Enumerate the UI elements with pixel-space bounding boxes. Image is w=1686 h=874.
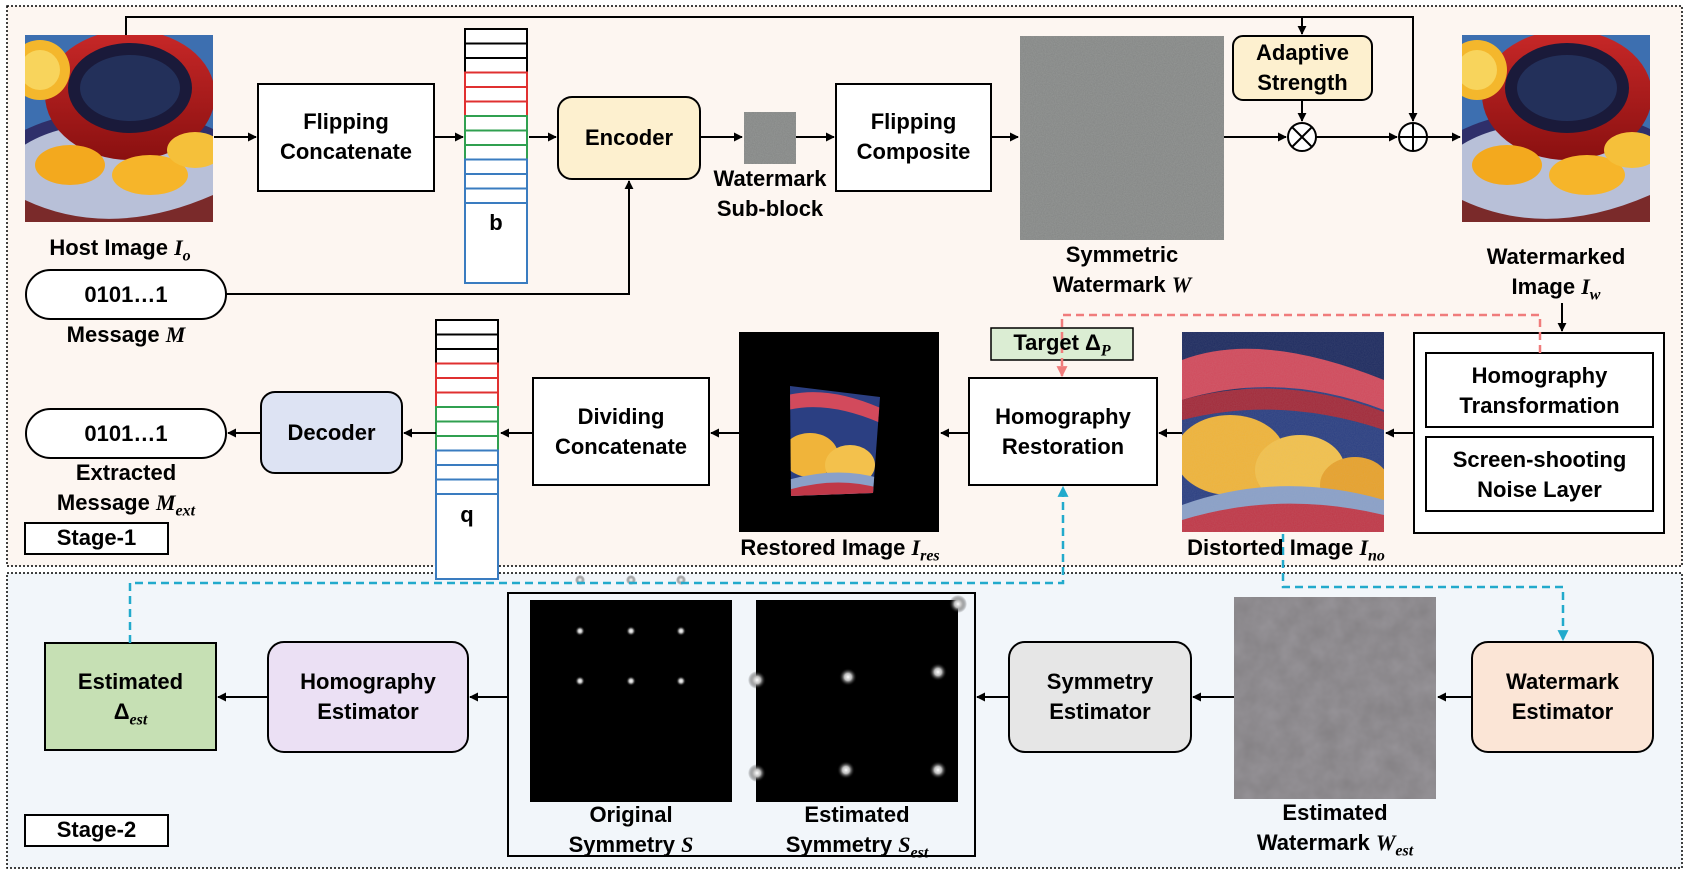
- symmetry-peak: [929, 761, 947, 779]
- blue-dashed-arrow-watermark: [1281, 534, 1569, 642]
- bit-row: [464, 115, 528, 132]
- multiply-operator: [1287, 122, 1317, 152]
- bit-row: [435, 362, 499, 379]
- symmetry-group-frame: [507, 592, 976, 857]
- bit-row: [435, 348, 499, 365]
- bit-stack-q: [435, 319, 499, 580]
- flow-arrows: [125, 16, 1567, 702]
- bit-row: [464, 144, 528, 161]
- bit-row: [464, 158, 528, 175]
- symmetry-peak: [748, 671, 766, 689]
- symmetry-peak: [575, 676, 585, 686]
- message-label: Message M: [66, 322, 186, 347]
- target-delta-label: Target ΔP: [1013, 330, 1111, 360]
- bit-row: [435, 435, 499, 452]
- host-image-label: Host Image Io: [49, 235, 191, 265]
- bit-row: [435, 449, 499, 466]
- bit-stack-b-label: b: [489, 210, 503, 235]
- original-symmetry-image: [530, 575, 732, 802]
- estimated-watermark-image: [1234, 597, 1436, 799]
- symmetry-peak: [837, 761, 855, 779]
- bit-row: [464, 129, 528, 146]
- flipping-composite-box: [835, 83, 992, 192]
- bit-row: [464, 86, 528, 103]
- bit-row: [435, 478, 499, 495]
- bit-row: [435, 420, 499, 437]
- symmetry-peak: [949, 595, 967, 613]
- bit-row: [464, 42, 528, 59]
- bit-row: [464, 100, 528, 117]
- stage1-tag: [24, 522, 169, 555]
- stage2-tag-label: Stage-2: [56, 817, 137, 842]
- restored-image: [739, 332, 939, 532]
- screen-shooting-noise-box: [1425, 436, 1654, 512]
- add-operator: [1398, 122, 1428, 152]
- symmetry-peak: [676, 676, 686, 686]
- homography-restoration-box: [968, 377, 1158, 486]
- symmetry-peak: [839, 668, 857, 686]
- symmetric-watermark-image: [1020, 36, 1224, 240]
- bit-row-tail: [464, 202, 528, 284]
- watermarked-image: [1462, 35, 1650, 222]
- bit-row: [435, 377, 499, 394]
- bit-row: [435, 406, 499, 423]
- red-dashed-arrow: [1056, 313, 1542, 378]
- distorted-image: [1182, 332, 1384, 532]
- symmetry-peak: [676, 626, 686, 636]
- watermark-subblock-image: [744, 112, 796, 164]
- extracted-message-value: 0101…1: [84, 421, 168, 446]
- bit-row: [464, 28, 528, 45]
- bit-row: [464, 187, 528, 204]
- estimated-symmetry-image: [748, 595, 967, 802]
- symmetry-peak: [929, 663, 947, 681]
- bit-row: [435, 391, 499, 408]
- bit-stack-q-label: q: [460, 502, 474, 527]
- encoder-label: Encoder: [584, 125, 674, 150]
- bit-row: [435, 464, 499, 481]
- stage2-tag: [24, 814, 169, 847]
- extracted-message-pill: [25, 408, 227, 459]
- symmetry-peak: [626, 626, 636, 636]
- bit-row: [435, 333, 499, 350]
- stage1-tag-label: Stage-1: [56, 525, 137, 550]
- symmetry-peak: [626, 676, 636, 686]
- bit-row: [464, 71, 528, 88]
- symmetry-peak: [575, 626, 585, 636]
- bit-row-tail: [435, 493, 499, 580]
- message-value: 0101…1: [84, 282, 168, 307]
- bit-stack-b: [464, 28, 528, 284]
- symmetry-peak: [748, 764, 766, 782]
- host-image: [25, 35, 213, 222]
- distorted-image-label: Distorted Image Ino: [1187, 535, 1385, 565]
- bit-row: [464, 173, 528, 190]
- restored-image-label: Restored Image Ires: [740, 535, 940, 565]
- decoder-label: Decoder: [287, 420, 376, 445]
- blue-dashed-arrow-delta: [128, 485, 1069, 643]
- bit-row: [435, 319, 499, 336]
- dividing-concatenate-box: [532, 377, 710, 486]
- bit-row: [464, 57, 528, 74]
